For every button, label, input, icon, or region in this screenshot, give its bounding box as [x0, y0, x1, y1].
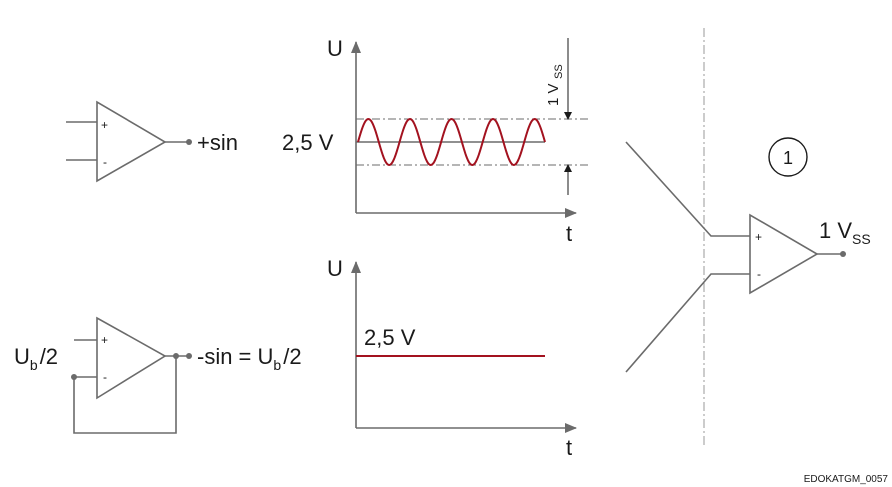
bottom-amp-feedback-loop	[73, 356, 177, 434]
top-amp-minus-label: -	[103, 155, 107, 169]
diff-amp-triangle	[749, 213, 819, 295]
pp-dimension-label: 1 V SS	[545, 64, 565, 106]
top-plot-sine-wave	[357, 117, 546, 167]
top-op-amp	[66, 100, 192, 183]
diff-amp-minus-label: -	[757, 267, 761, 281]
bottom-plot-x-label: t	[566, 435, 572, 460]
pp-label-main: 1 V	[545, 83, 562, 106]
marker-circle	[768, 137, 808, 177]
diff-amp-output-label: 1 VSS	[819, 218, 871, 247]
bottom-plot-y-label: U	[327, 256, 343, 281]
marker-number: 1	[783, 148, 793, 168]
top-amp-triangle	[96, 100, 167, 183]
top-plot	[351, 38, 590, 218]
bottom-amp-output-label: -sin = Ub/2	[197, 344, 302, 373]
pp-label-sub: SS	[553, 64, 565, 79]
diff-amp-minus-input-wire	[625, 273, 750, 373]
bottom-amp-plus-label: +	[101, 333, 108, 347]
top-plot-dc-label: 2,5 V	[282, 130, 334, 155]
bottom-plot-dc-label: 2,5 V	[364, 325, 416, 350]
diff-amp-plus-label: +	[755, 230, 762, 244]
bottom-amp-triangle	[96, 316, 167, 400]
top-amp-output-label: +sin	[197, 130, 238, 155]
bottom-amp-input-label: Ub/2	[14, 344, 58, 373]
bottom-amp-minus-label: -	[103, 370, 107, 384]
top-plot-x-label: t	[566, 221, 572, 246]
diff-amp-output-node	[840, 251, 846, 257]
top-amp-plus-label: +	[101, 118, 108, 132]
top-amp-output-node	[186, 139, 192, 145]
bottom-op-amp	[71, 316, 192, 434]
diff-op-amp	[625, 141, 846, 373]
bottom-amp-output-node	[186, 353, 192, 359]
bottom-plot	[351, 261, 577, 433]
diff-amp-plus-input-wire	[625, 141, 750, 237]
figure-code: EDOKATGM_0057	[804, 474, 889, 485]
top-plot-y-label: U	[327, 36, 343, 61]
